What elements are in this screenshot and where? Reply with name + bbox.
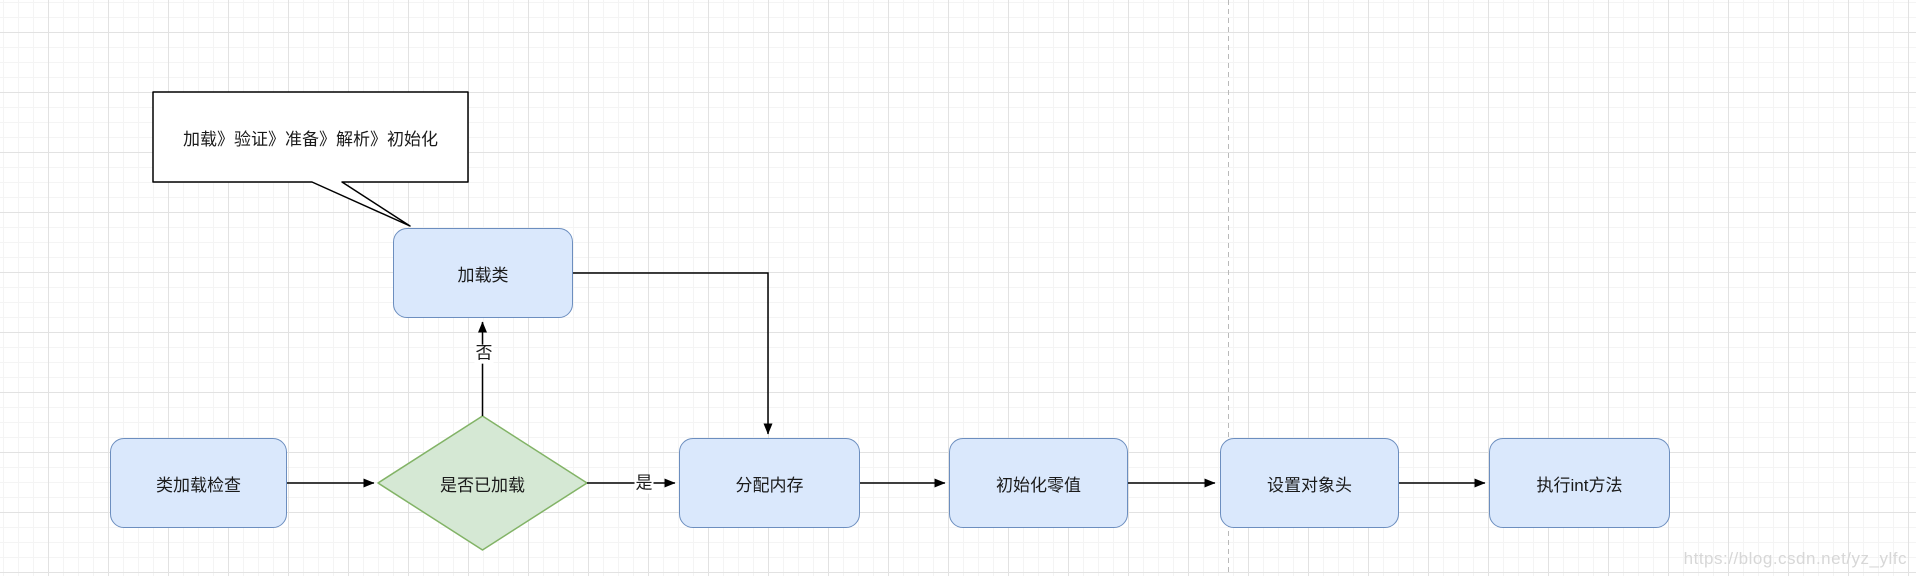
edge-load-class-to-allocate	[573, 272, 773, 435]
csdn-watermark: https://blog.csdn.net/yz_ylfc	[1683, 549, 1907, 568]
node-execute-init-method: 执行int方法	[1489, 438, 1670, 528]
callout-shape	[152, 91, 469, 227]
decision-diamond-shape	[377, 415, 588, 551]
edge-label-yes: 是	[634, 473, 654, 494]
node-set-object-header: 设置对象头	[1220, 438, 1399, 528]
edge-label-no: 否	[474, 343, 494, 364]
node-init-zero-values: 初始化零值	[949, 438, 1128, 528]
node-class-load-check: 类加载检查	[110, 438, 287, 528]
node-allocate-memory: 分配内存	[679, 438, 860, 528]
node-load-class: 加载类	[393, 228, 573, 318]
